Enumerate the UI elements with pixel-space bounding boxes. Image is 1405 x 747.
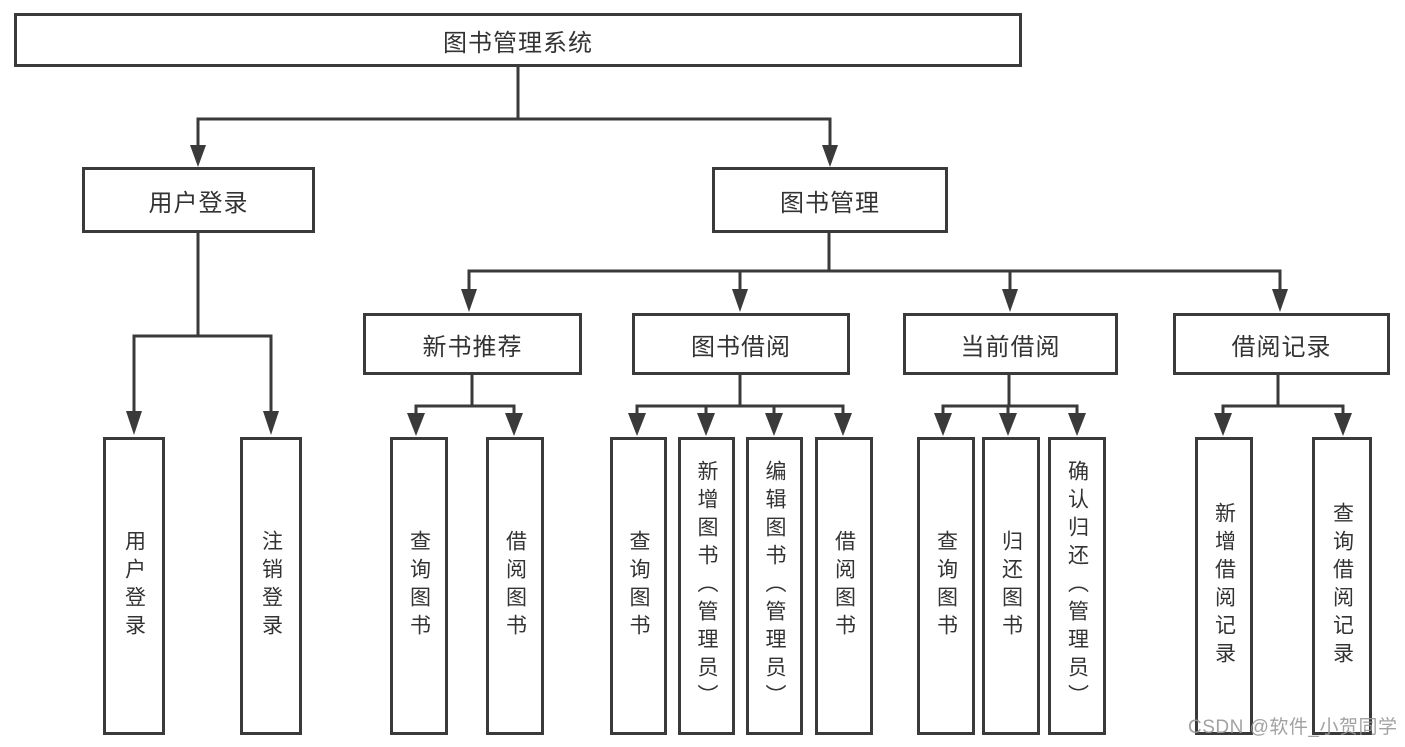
node-leaf-label: 查询图书 <box>934 530 958 642</box>
node-module-new-book-recommend: 新书推荐 <box>363 313 582 375</box>
arrowhead <box>126 411 142 435</box>
arrowhead <box>190 145 206 167</box>
node-module-book-borrow: 图书借阅 <box>632 313 850 375</box>
node-leaf-label: 确认归还（管理员） <box>1065 460 1089 712</box>
node-module-label: 当前借阅 <box>960 333 1061 361</box>
arrowhead <box>505 413 523 436</box>
csdn-watermark: CSDN @软件_小贺同学 <box>1188 717 1398 738</box>
arrowhead <box>834 413 852 436</box>
connector-login-to-children <box>126 233 279 435</box>
arrowhead <box>1334 413 1352 436</box>
arrowhead <box>1002 289 1018 312</box>
node-leaf-label: 查询图书 <box>407 530 431 642</box>
connector-root-to-level2 <box>190 67 838 167</box>
node-root: 图书管理系统 <box>14 13 1022 67</box>
arrowhead <box>461 289 477 312</box>
arrowhead <box>1272 289 1288 312</box>
node-leaf-label: 借阅图书 <box>832 530 856 642</box>
node-leaf-label: 查询图书 <box>627 530 650 642</box>
node-book-mgmt-label: 图书管理 <box>780 189 880 217</box>
node-current-query-book: 查询图书 <box>917 437 975 735</box>
node-records-query-borrow-record: 查询借阅记录 <box>1312 437 1372 735</box>
node-current-confirm-return-admin: 确认归还（管理员） <box>1048 437 1106 735</box>
connector-records-to-children <box>1214 375 1352 436</box>
node-login-logout: 注销登录 <box>240 437 302 735</box>
node-book-mgmt: 图书管理 <box>712 167 948 233</box>
node-module-label: 图书借阅 <box>691 333 791 361</box>
node-borrow-add-book-admin: 新增图书（管理员） <box>678 437 735 735</box>
node-module-label: 借阅记录 <box>1231 333 1332 361</box>
arrowhead <box>1068 413 1086 436</box>
arrowhead <box>822 145 838 167</box>
arrowhead <box>263 411 279 435</box>
node-module-current-borrow: 当前借阅 <box>903 313 1118 375</box>
arrowhead <box>934 413 952 436</box>
node-recommend-query-book: 查询图书 <box>390 437 448 735</box>
node-records-add-borrow-record: 新增借阅记录 <box>1195 437 1253 735</box>
node-leaf-label: 注销登录 <box>259 530 283 642</box>
node-leaf-label: 用户登录 <box>122 530 146 642</box>
node-leaf-label: 新增借阅记录 <box>1212 502 1236 670</box>
node-login-user-login: 用户登录 <box>103 437 165 735</box>
node-root-label: 图书管理系统 <box>443 29 593 57</box>
node-module-borrow-records: 借阅记录 <box>1173 313 1390 375</box>
arrowhead <box>1214 413 1232 436</box>
node-borrow-borrow-book: 借阅图书 <box>815 437 873 735</box>
node-borrow-query-book: 查询图书 <box>610 437 667 735</box>
node-recommend-borrow-book: 借阅图书 <box>486 437 544 735</box>
arrowhead <box>765 413 783 436</box>
arrowhead <box>732 289 748 312</box>
node-leaf-label: 借阅图书 <box>503 530 527 642</box>
node-leaf-label: 归还图书 <box>999 530 1023 642</box>
node-user-login: 用户登录 <box>82 167 315 233</box>
arrowhead <box>407 413 425 436</box>
connector-current-to-children <box>934 375 1086 436</box>
node-borrow-edit-book-admin: 编辑图书（管理员） <box>746 437 803 735</box>
connector-mgmt-to-modules <box>461 233 1288 312</box>
connector-recommend-to-children <box>407 375 523 436</box>
node-user-login-label: 用户登录 <box>148 189 249 217</box>
node-leaf-label: 查询借阅记录 <box>1330 502 1354 670</box>
arrowhead <box>999 413 1017 436</box>
arrowhead <box>697 413 715 436</box>
arrowhead <box>628 413 646 436</box>
node-current-return-book: 归还图书 <box>982 437 1040 735</box>
node-module-label: 新书推荐 <box>422 333 523 361</box>
connector-borrow-to-children <box>628 375 852 436</box>
node-leaf-label: 编辑图书（管理员） <box>763 460 786 712</box>
node-leaf-label: 新增图书（管理员） <box>695 460 718 712</box>
